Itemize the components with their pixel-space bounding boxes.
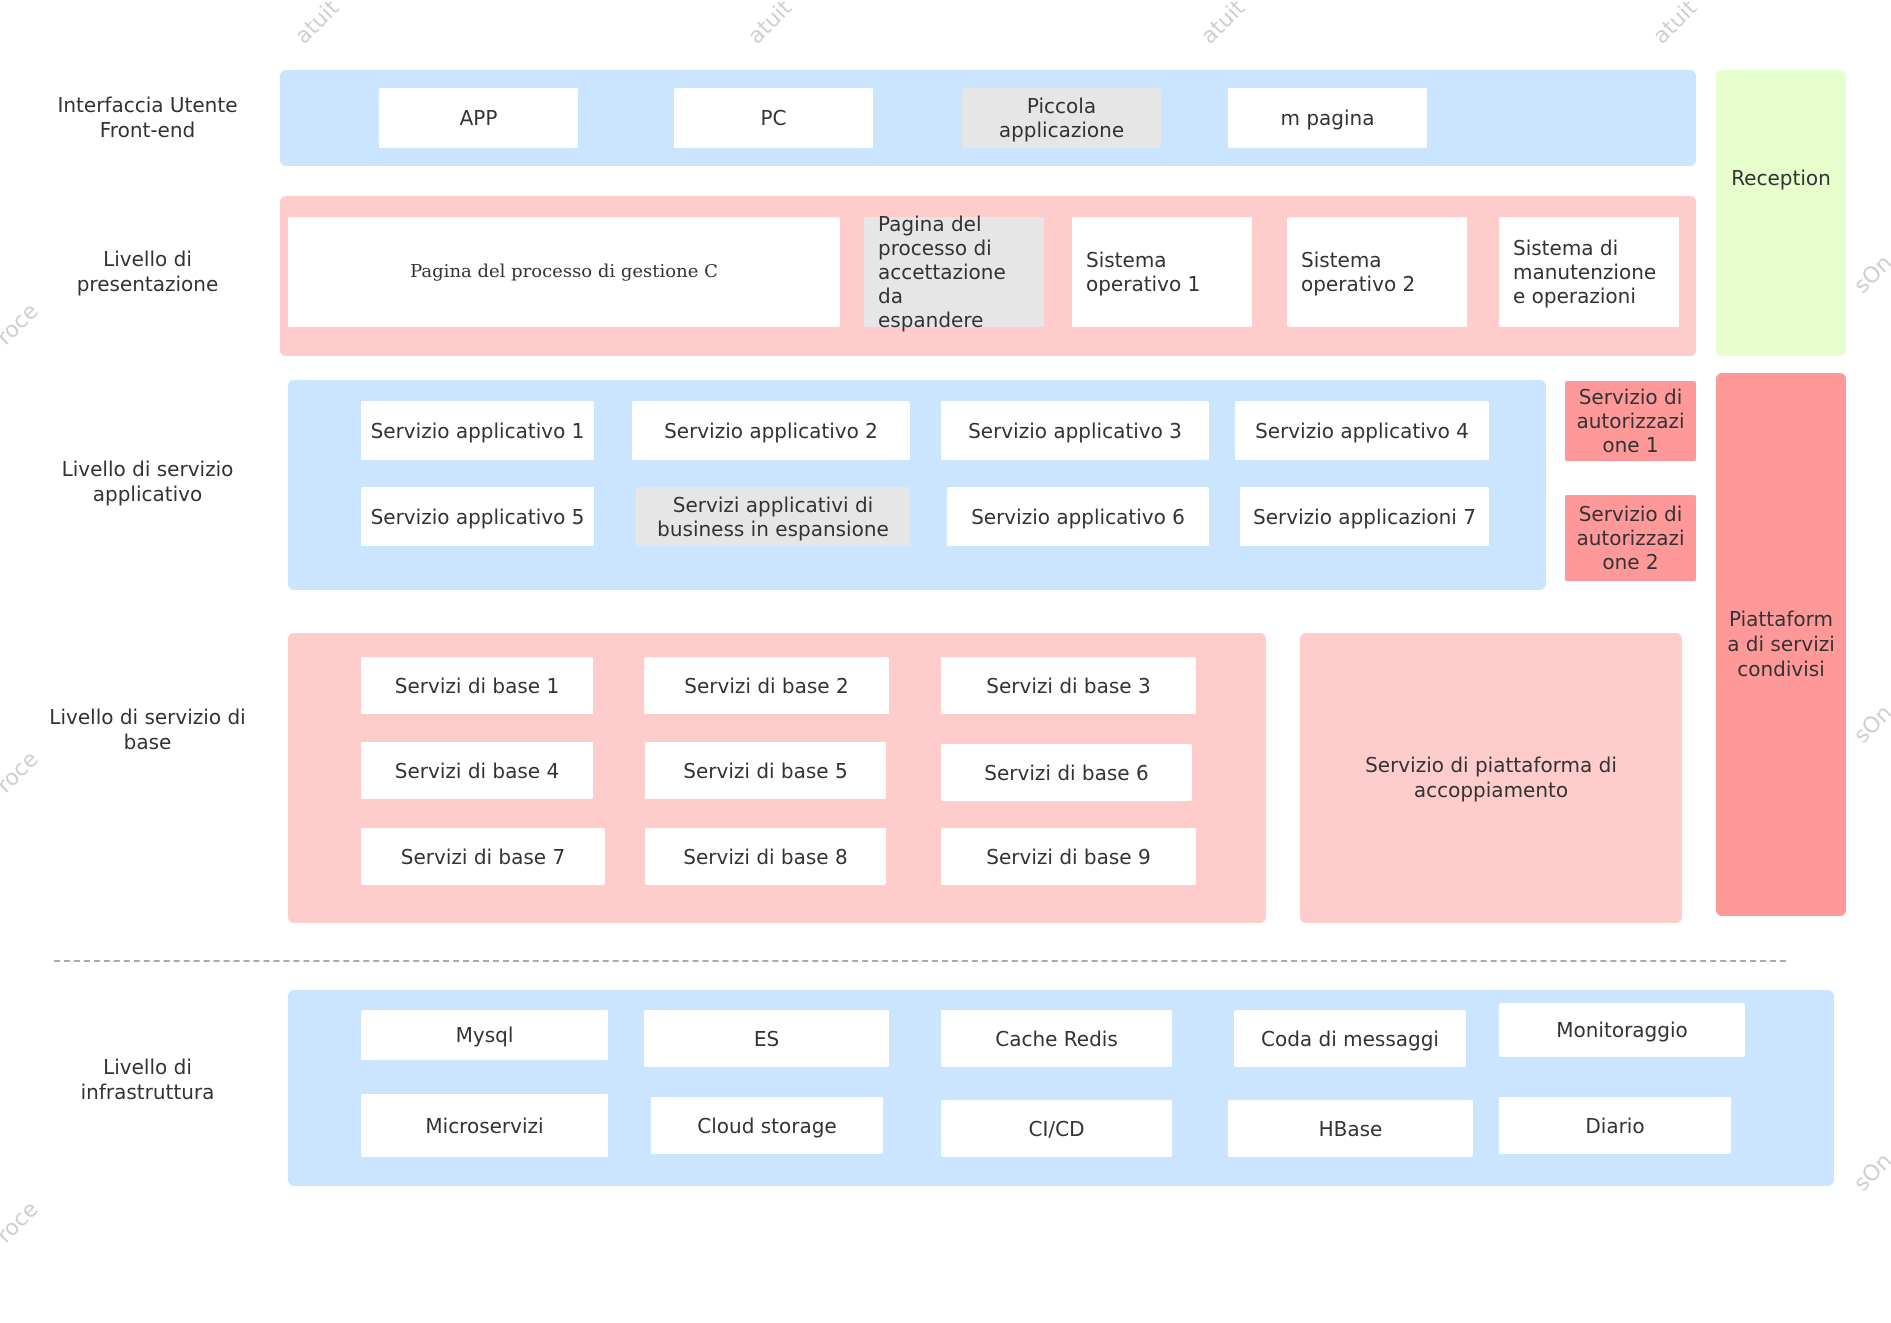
layer-label-app-service: Livello di servizio applicativo	[61, 457, 234, 506]
app-service-item-expansion: Servizi applicativi di business in espan…	[636, 487, 910, 546]
app-service-item-7: Servizio applicazioni 7	[1240, 487, 1489, 546]
watermark: roce	[0, 1196, 44, 1249]
presentation-item-process-c: Pagina del processo di gestione C	[288, 217, 840, 327]
layer-label-frontend: Interfaccia Utente Front-end	[57, 93, 238, 142]
app-service-item-6: Servizio applicativo 6	[947, 487, 1209, 546]
layer-label-presentation: Livello di presentazione	[76, 247, 219, 296]
app-service-item-1: Servizio applicativo 1	[361, 401, 594, 460]
frontend-item-m-page: m pagina	[1228, 88, 1427, 148]
frontend-item-app: APP	[379, 88, 578, 148]
presentation-item-os-1: Sistema operativo 1	[1072, 217, 1252, 327]
infra-item-microservices: Microservizi	[361, 1094, 608, 1157]
watermark: atuit	[290, 0, 345, 50]
presentation-item-acceptance: Pagina del processo di accettazione da e…	[864, 212, 1044, 332]
app-service-item-2: Servizio applicativo 2	[632, 401, 910, 460]
infra-item-mysql: Mysql	[361, 1010, 608, 1060]
auth-service-2: Servizio di autorizzazi one 2	[1565, 495, 1696, 581]
base-service-item-8: Servizi di base 8	[645, 828, 886, 885]
watermark: atuit	[1196, 0, 1251, 50]
frontend-item-pc: PC	[674, 88, 873, 148]
base-service-item-1: Servizi di base 1	[361, 657, 593, 714]
layer-label-base-service: Livello di servizio di base	[49, 705, 246, 754]
base-service-item-7: Servizi di base 7	[361, 828, 605, 885]
watermark: sOn	[1849, 250, 1891, 299]
infra-item-diary: Diario	[1499, 1097, 1731, 1154]
infra-item-hbase: HBase	[1228, 1100, 1473, 1157]
watermark: atuit	[743, 0, 798, 50]
infra-item-redis: Cache Redis	[941, 1010, 1172, 1067]
app-service-item-3: Servizio applicativo 3	[941, 401, 1209, 460]
watermark: sOn	[1849, 700, 1891, 749]
infra-item-monitoring: Monitoraggio	[1499, 1003, 1745, 1057]
infra-item-es: ES	[644, 1010, 889, 1067]
app-service-item-4: Servizio applicativo 4	[1235, 401, 1489, 460]
base-service-item-2: Servizi di base 2	[644, 657, 889, 714]
auth-service-1: Servizio di autorizzazi one 1	[1565, 381, 1696, 461]
base-service-item-9: Servizi di base 9	[941, 828, 1196, 885]
layer-label-infrastructure: Livello di infrastruttura	[80, 1055, 215, 1104]
infra-item-cloud-storage: Cloud storage	[651, 1097, 883, 1154]
watermark: sOn	[1849, 1148, 1891, 1197]
frontend-item-mini-app: Piccola applicazione	[962, 88, 1161, 148]
presentation-item-maintenance: Sistema di manutenzione e operazioni	[1499, 217, 1679, 327]
app-service-item-5: Servizio applicativo 5	[361, 487, 594, 546]
coupling-platform-service: Servizio di piattaforma di accoppiamento	[1300, 633, 1682, 923]
presentation-item-os-2: Sistema operativo 2	[1287, 217, 1467, 327]
infra-item-message-queue: Coda di messaggi	[1234, 1010, 1466, 1067]
base-service-item-6: Servizi di base 6	[941, 744, 1192, 801]
reception-panel: Reception	[1716, 70, 1846, 356]
base-service-item-3: Servizi di base 3	[941, 657, 1196, 714]
watermark: roce	[0, 298, 44, 351]
base-service-item-5: Servizi di base 5	[645, 742, 886, 799]
layer-divider	[54, 960, 1786, 962]
base-service-item-4: Servizi di base 4	[361, 742, 593, 799]
infra-item-cicd: CI/CD	[941, 1100, 1172, 1157]
shared-services-platform: Piattaform a di servizi condivisi	[1716, 373, 1846, 916]
watermark: atuit	[1648, 0, 1703, 50]
watermark: roce	[0, 746, 44, 799]
